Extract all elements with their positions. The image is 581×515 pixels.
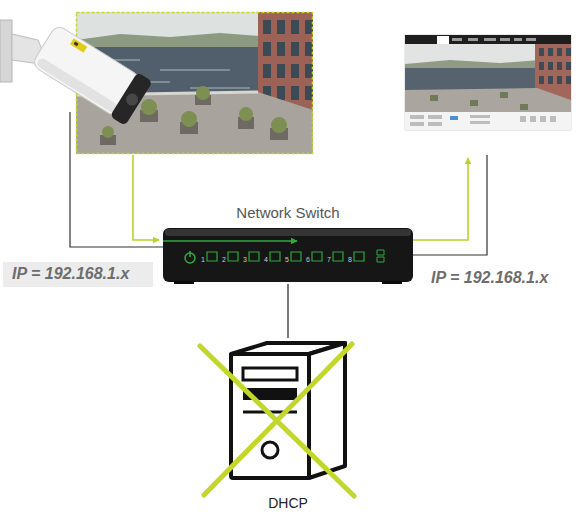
switch-top-face xyxy=(165,229,411,236)
switch-feet xyxy=(174,281,402,284)
tower-front xyxy=(231,354,309,478)
ip-address-label: IP = 192.168.1.x xyxy=(12,266,129,282)
node-outline xyxy=(160,226,416,284)
camera-front xyxy=(110,72,153,126)
node-outline xyxy=(205,338,371,486)
network-cable xyxy=(287,284,288,338)
camera-shading xyxy=(36,57,119,114)
port-number: 3 xyxy=(243,256,247,263)
port-number: 8 xyxy=(348,256,352,263)
video-stream-arrow xyxy=(133,155,159,240)
screen-controls xyxy=(410,115,556,126)
power-icon xyxy=(185,253,195,263)
switch-body xyxy=(163,228,413,282)
tower-side xyxy=(309,343,345,478)
camera-logo-mark xyxy=(74,42,79,47)
screen-plaza xyxy=(405,88,571,112)
screen-building-windows xyxy=(539,48,571,84)
port-number: 1 xyxy=(201,256,205,263)
port-number: 5 xyxy=(285,256,289,263)
ip-address-label: IP = 192.168.1.x xyxy=(431,270,548,286)
screen-control-panel xyxy=(405,112,571,130)
screen-water xyxy=(405,68,537,90)
port-number: 2 xyxy=(222,256,226,263)
network-switch: Network Switch xyxy=(160,203,416,284)
screen-active-tab xyxy=(437,36,449,44)
tower-drive-bay xyxy=(243,388,297,400)
stream-through-switch xyxy=(163,240,297,242)
camera-cable xyxy=(70,112,163,247)
tower-slot xyxy=(243,411,297,414)
screen-planters xyxy=(430,92,528,110)
power-icon-stem xyxy=(189,251,191,257)
video-stream-arrow xyxy=(413,158,468,240)
port-number: 6 xyxy=(306,256,310,263)
screen-frame xyxy=(405,35,571,130)
screen-menu-bar xyxy=(405,35,571,44)
pc-cable xyxy=(413,155,487,255)
port-number: 7 xyxy=(327,256,331,263)
port-number: 4 xyxy=(264,256,268,263)
node-label: DHCP xyxy=(205,494,371,512)
no-dhcp-cross xyxy=(200,344,354,496)
screen-menu-items xyxy=(452,38,536,41)
camera-logo xyxy=(70,38,87,52)
uplink-ports xyxy=(377,250,384,262)
node-label: Network Switch xyxy=(160,203,416,223)
server-tower: DHCP xyxy=(205,338,371,512)
camera-lens xyxy=(124,91,141,108)
building-windows xyxy=(263,20,313,100)
camera-wall-plate xyxy=(0,20,12,82)
tower-power-button xyxy=(262,442,278,458)
ip-label-band xyxy=(3,262,153,287)
tower-drive-bay xyxy=(243,368,297,380)
screen-highlight-control xyxy=(450,116,458,120)
